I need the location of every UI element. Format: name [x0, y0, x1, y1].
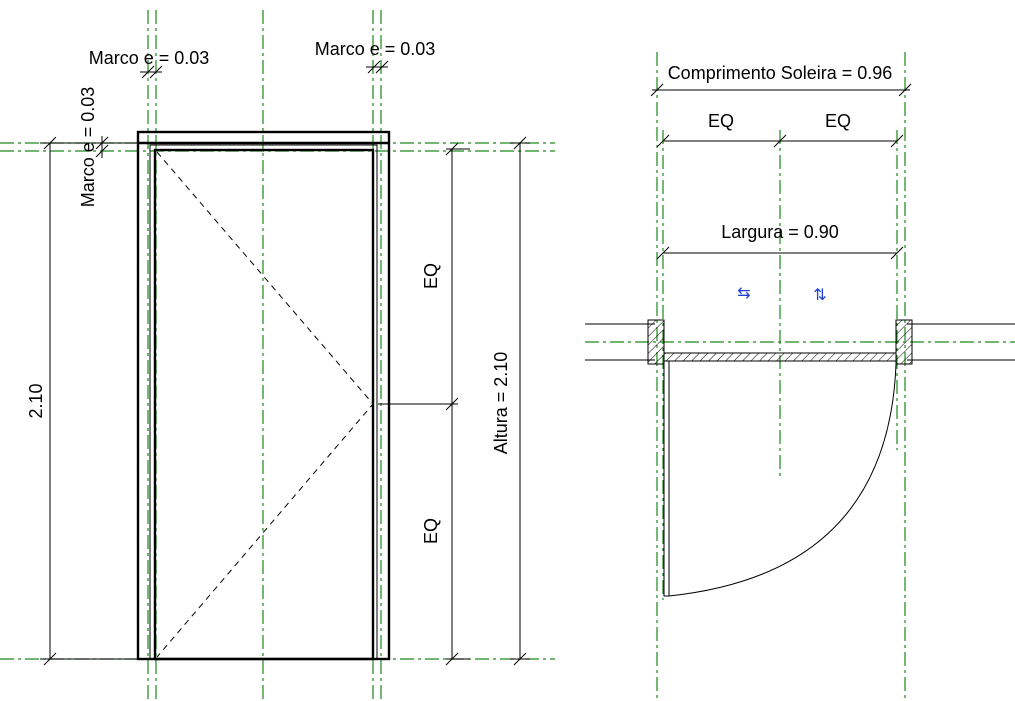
jamb-right [895, 319, 913, 365]
dimension-label-marco-right[interactable]: Marco e = 0.03 [315, 39, 436, 59]
dimension-label-comprimento-soleira[interactable]: Comprimento Soleira = 0.96 [668, 63, 893, 83]
door-leaf [153, 148, 375, 661]
flip-vertical-icon[interactable]: ⇅ [813, 285, 826, 304]
plan-view: Comprimento Soleira = 0.96 EQ EQ Largura… [585, 52, 1015, 701]
swing-indicator-lines [156, 151, 374, 658]
door-leaf-plan [663, 360, 670, 597]
flip-horizontal-icon[interactable]: ⇆ [737, 283, 750, 302]
door-swing-arc [668, 363, 897, 597]
dimension-label-plan-eq-right[interactable]: EQ [825, 111, 851, 131]
dimension-label-largura[interactable]: Largura = 0.90 [721, 222, 839, 242]
dimension-label-marco-left[interactable]: Marco e = 0.03 [89, 48, 210, 68]
threshold-soleira [663, 352, 897, 362]
dimension-label-eq-upper[interactable]: EQ [421, 263, 441, 289]
door-frame-inner [149, 144, 378, 660]
dimension-label-height-overall[interactable]: 2.10 [26, 383, 46, 418]
dimension-label-marco-vertical[interactable]: Marco e = 0.03 [78, 87, 98, 208]
elevation-view: 2.10 EQ EQ Altura = 2.10 Marco e = 0.03 … [0, 10, 555, 701]
dimension-label-altura[interactable]: Altura = 2.10 [491, 352, 511, 455]
jamb-left [647, 319, 665, 365]
dimension-label-eq-lower[interactable]: EQ [421, 518, 441, 544]
dimension-label-plan-eq-left[interactable]: EQ [708, 111, 734, 131]
